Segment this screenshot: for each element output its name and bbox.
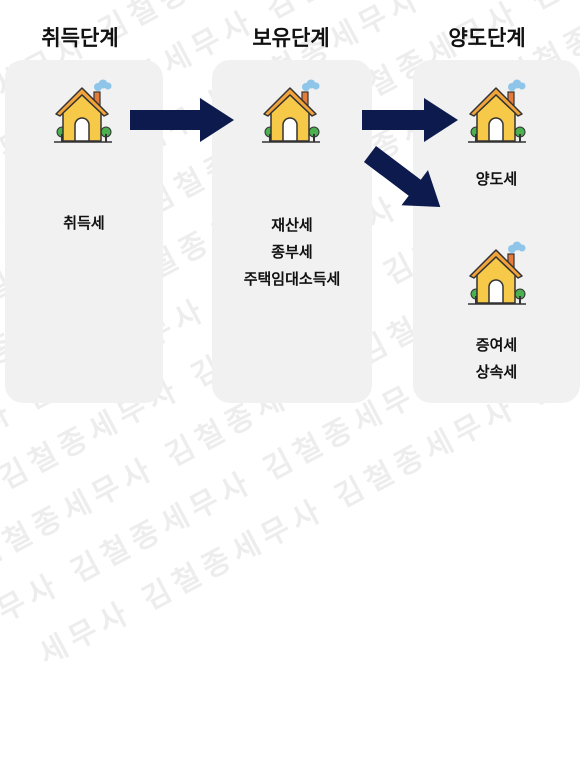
right-arrow-icon <box>362 98 458 142</box>
arrow-shape <box>130 98 234 142</box>
tax-acquisition: 취득세 <box>63 214 105 232</box>
stage-title-acquisition: 취득단계 <box>41 26 119 50</box>
arrow-shape <box>362 98 458 142</box>
tax-comprehensive-real-estate: 종부세 <box>271 243 313 261</box>
house-icon <box>468 79 526 143</box>
tax-transfer: 양도세 <box>475 170 518 188</box>
stage-title-holding: 보유단계 <box>252 26 330 50</box>
house-icon <box>468 241 526 305</box>
tax-gift: 증여세 <box>475 336 518 354</box>
diagonal-arrow-icon <box>363 146 441 207</box>
stage-title-transfer: 양도단계 <box>448 26 526 50</box>
arrow-shape <box>363 146 441 207</box>
tax-inheritance: 상속세 <box>475 363 518 381</box>
house-icon <box>54 79 112 143</box>
right-arrow-icon <box>130 98 234 142</box>
tax-rental-income: 주택임대소득세 <box>243 270 341 288</box>
tax-property: 재산세 <box>271 216 313 234</box>
house-icon <box>262 79 320 143</box>
